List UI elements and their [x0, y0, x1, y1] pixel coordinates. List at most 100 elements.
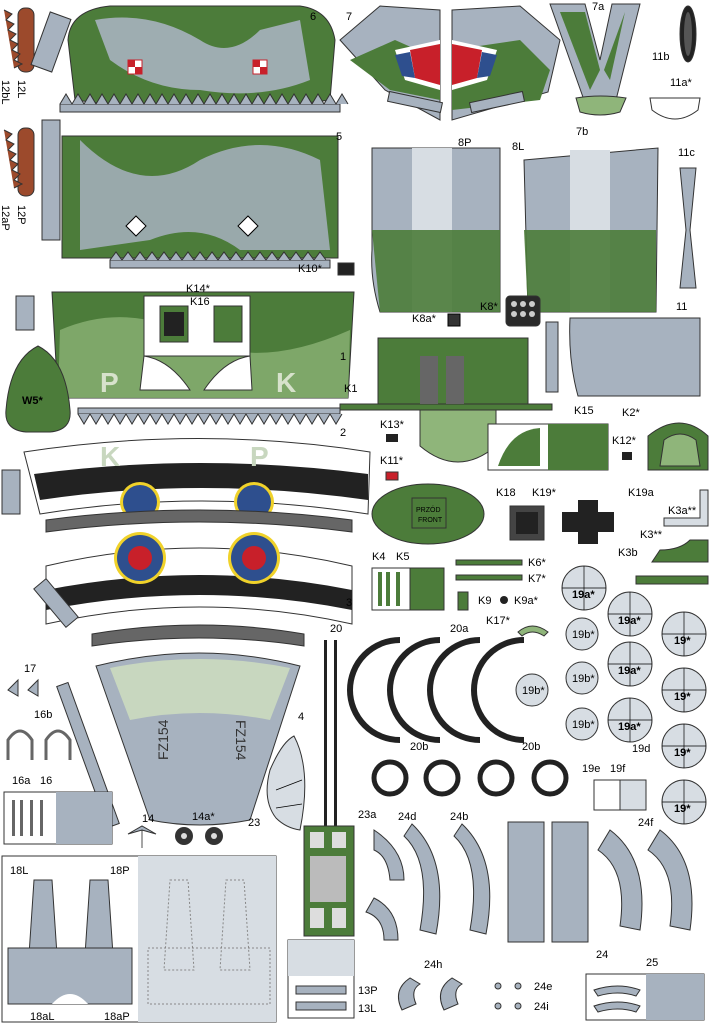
part-K10	[337, 262, 355, 276]
part-5-fuselage: 5	[61, 131, 342, 269]
marking-serial-right: FZ154	[233, 720, 249, 761]
part-4-fuselage: FZ154 FZ154 4	[95, 652, 304, 826]
part-K19a	[562, 500, 614, 544]
strip-part-4	[56, 681, 120, 829]
wheels-19: 19a* 19a* 19a* 19a* 19* 19* 19* 19* 19b*…	[515, 565, 707, 825]
part-K8-instrument-panel: K8* K8a*	[412, 295, 541, 327]
wheel-19b-4: 19b*	[522, 685, 545, 697]
label-13P: 13P	[358, 985, 378, 997]
label-11: 11	[676, 301, 687, 313]
label-12P: 12P	[15, 205, 27, 225]
label-17: 17	[24, 663, 36, 675]
part-K6	[455, 559, 523, 566]
label-24f: 24f	[638, 817, 654, 829]
label-16: 16	[40, 775, 52, 787]
label-5: 5	[336, 131, 342, 143]
part-W5: W5*	[5, 345, 71, 433]
marking-P: P	[100, 367, 119, 398]
label-K18: K18	[496, 487, 516, 499]
label-K19: K19*	[532, 487, 557, 499]
label-K9a: K9a*	[514, 595, 539, 607]
part-24e-b	[514, 982, 522, 990]
label-18P: 18P	[110, 865, 130, 877]
wheel-19a-4: 19a*	[618, 721, 641, 733]
marking-K: K	[276, 367, 296, 398]
label-K5: K5	[396, 551, 409, 563]
wheel-19-2: 19*	[674, 691, 691, 703]
label-K11: K11*	[380, 455, 404, 467]
label-24: 24	[596, 949, 608, 961]
part-23-canopy: 23	[248, 735, 306, 831]
strip-left-small	[15, 295, 35, 331]
label-K16: K16	[190, 296, 210, 308]
label-19f: 19f	[610, 763, 626, 775]
wheel-19-3: 19*	[674, 747, 691, 759]
label-K1: K1	[344, 383, 357, 395]
wheel-19b-3: 19b*	[572, 719, 595, 731]
label-12aP: 12aP	[0, 205, 11, 231]
part-7-tail: 7	[339, 5, 561, 121]
label-K7: K7*	[528, 573, 546, 585]
label-K12: K12*	[612, 435, 637, 447]
label-6: 6	[310, 11, 316, 23]
label-K6: K6*	[528, 557, 546, 569]
label-W5: W5*	[22, 395, 44, 407]
wheel-19a-1: 19a*	[572, 589, 595, 601]
label-K13: K13*	[380, 419, 405, 431]
marking-K2: K	[100, 441, 120, 472]
part-25: 25	[585, 957, 705, 1021]
label-K2: K2*	[622, 407, 640, 419]
label-12L: 12L	[15, 80, 27, 98]
wheel-19-4: 19*	[674, 803, 691, 815]
label-11a: 11a*	[670, 77, 693, 89]
label-K19a: K19a	[628, 487, 655, 499]
part-K9	[457, 591, 469, 611]
strip-left-mid	[41, 119, 61, 241]
label-11c: 11c	[678, 147, 695, 159]
part-K4-K5: K4 K5	[371, 551, 445, 611]
label-K14: K14*	[186, 283, 211, 295]
label-18aL: 18aL	[30, 1011, 54, 1023]
part-11-panel: 11	[545, 301, 701, 397]
label-18L: 18L	[10, 865, 28, 877]
label-25: 25	[646, 957, 658, 969]
label-20b-1: 20b	[410, 741, 428, 753]
part-K7	[455, 574, 523, 581]
label-20b-2: 20b	[522, 741, 540, 753]
part-K12	[622, 452, 632, 460]
part-16a-16: 16a 16	[3, 775, 113, 845]
part-K17	[517, 625, 549, 637]
label-K8: K8*	[480, 301, 498, 313]
label-16b: 16b	[34, 709, 52, 721]
wheel-19a-2: 19a*	[618, 615, 641, 627]
label-13L: 13L	[358, 1003, 376, 1015]
wheel-19b-2: 19b*	[572, 673, 595, 685]
marking-P2: P	[250, 441, 269, 472]
part-24i-b	[514, 1002, 522, 1010]
label-K10: K10*	[298, 263, 323, 275]
label-1: 1	[340, 351, 346, 363]
marking-front: FRONT	[418, 517, 443, 524]
part-24i-a	[494, 1002, 502, 1010]
label-23: 23	[248, 817, 260, 829]
label-24h: 24h	[424, 959, 442, 971]
part-11a	[649, 97, 701, 120]
label-K3: K3**	[640, 529, 663, 541]
part-K15: K15	[487, 405, 609, 471]
label-K3b: K3b	[618, 547, 638, 559]
label-8P: 8P	[458, 137, 471, 149]
part-12-strips: 12L 12bL 12P 12aP	[0, 7, 35, 231]
part-K3a	[663, 489, 709, 527]
label-K3a: K3a**	[668, 505, 697, 517]
part-17: 17	[7, 663, 39, 697]
part-14: 14 14a*	[127, 811, 223, 848]
part-20a-rings: 20a	[347, 623, 525, 743]
label-K15: K15	[574, 405, 594, 417]
wheel-19b-1: 19b*	[572, 629, 595, 641]
part-11c-strip: 11c	[678, 147, 697, 289]
label-20a: 20a	[450, 623, 469, 635]
part-16b: 16b	[6, 709, 72, 760]
part-K3b	[635, 575, 709, 585]
part-K9a	[500, 596, 508, 604]
label-24d: 24d	[398, 811, 416, 823]
